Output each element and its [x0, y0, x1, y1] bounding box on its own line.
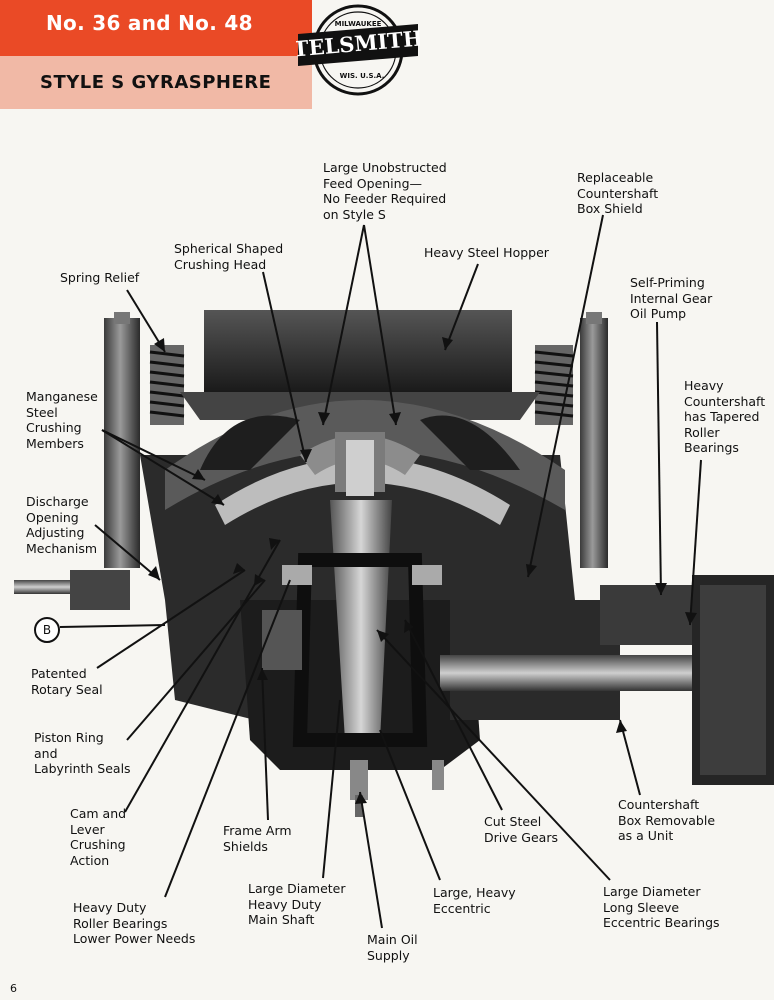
label-roller-bearings: Heavy Duty Roller Bearings Lower Power N…	[73, 900, 196, 946]
label-cam-lever: Cam and Lever Crushing Action	[70, 806, 127, 868]
svg-text:MILWAUKEE: MILWAUKEE	[335, 20, 382, 28]
label-main-oil: Main Oil Supply	[367, 932, 418, 963]
label-drive-gears: Cut Steel Drive Gears	[484, 814, 558, 845]
label-spring-relief: Spring Relief	[60, 270, 140, 285]
label-main-shaft: Large Diameter Heavy Duty Main Shaft	[248, 881, 346, 927]
label-manganese-members: Manganese Steel Crushing Members	[26, 389, 98, 451]
label-discharge-mechanism: Discharge Opening Adjusting Mechanism	[26, 494, 98, 556]
label-long-sleeve: Large Diameter Long Sleeve Eccentric Bea…	[603, 884, 720, 930]
label-eccentric: Large, Heavy Eccentric	[433, 885, 516, 916]
label-crushing-head: Spherical Shaped Crushing Head	[174, 241, 284, 272]
reference-marker-b: B	[34, 617, 60, 643]
label-hopper: Heavy Steel Hopper	[424, 245, 549, 260]
page-subtitle: STYLE S GYRASPHERE	[40, 72, 272, 93]
label-countershaft-bearings: Heavy Countershaft has Tapered Roller Be…	[684, 378, 766, 455]
page-number: 6	[10, 982, 17, 995]
label-oil-pump: Self-Priming Internal Gear Oil Pump	[630, 275, 713, 321]
svg-text:WIS. U.S.A.: WIS. U.S.A.	[340, 72, 385, 80]
header-banner-red	[0, 0, 312, 56]
label-feed-opening: Large Unobstructed Feed Opening— No Feed…	[323, 160, 447, 222]
label-rotary-seal: Patented Rotary Seal	[31, 666, 103, 697]
label-countershaft-box: Countershaft Box Removable as a Unit	[618, 797, 716, 843]
label-piston-ring: Piston Ring and Labyrinth Seals	[34, 730, 131, 776]
telsmith-logo: MILWAUKEE TELSMITH WIS. U.S.A.	[296, 4, 420, 96]
label-frame-arm: Frame Arm Shields	[223, 823, 292, 854]
header-banner-pink	[0, 56, 312, 109]
page-title: No. 36 and No. 48	[46, 11, 253, 35]
label-countershaft-shield: Replaceable Countershaft Box Shield	[577, 170, 659, 216]
